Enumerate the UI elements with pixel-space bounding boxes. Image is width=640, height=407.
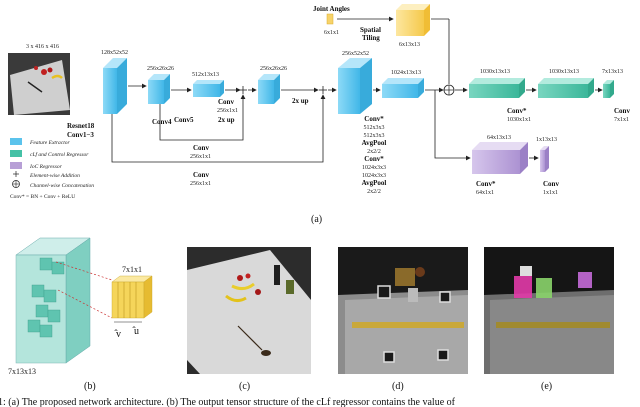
tensor-1030x13x13-b (538, 78, 594, 98)
legend-addition: Element-wise Addition (29, 173, 80, 179)
tensor-256x52x52 (338, 58, 372, 114)
t5-size: 256x52x52 (342, 51, 369, 57)
backbone-label-2: Conv1−3 (67, 131, 94, 139)
t2-label: Conv4 (152, 118, 172, 126)
conv-block-line: 2x2/2 (367, 189, 381, 195)
up2-label: 2x up (292, 97, 309, 105)
real-scene-image (338, 247, 468, 374)
panel-label-c: (c) (239, 381, 250, 392)
tensor-64x13x13 (472, 142, 528, 174)
tensor-512x13x13 (193, 80, 224, 97)
tensor-256x26x26-up (258, 74, 280, 104)
tiled-joint-tensor (396, 4, 430, 36)
tensor-size-bottom: 7x13x13 (8, 367, 36, 376)
skip1-size: 256x1x1 (190, 154, 211, 160)
input-image (8, 53, 70, 115)
c-conv: Conv* (507, 107, 527, 115)
conv-block-line: AvgPool (362, 139, 387, 147)
c3-size: 7x13x13 (602, 69, 623, 75)
c1-size: 1030x13x13 (480, 69, 510, 75)
addition-node-2 (319, 86, 327, 94)
concatenation-node (443, 84, 455, 96)
t3-size: 512x13x13 (192, 72, 219, 78)
legend-swatch-feature (10, 138, 22, 145)
c3-conv-size: 7x1x1 (614, 117, 629, 123)
figure-caption: 1: (a) The proposed network architecture… (0, 397, 456, 407)
p1-conv-size: 64x1x1 (476, 190, 494, 196)
p2-conv: Conv (543, 180, 559, 188)
tensor-7x13x13 (603, 80, 614, 98)
tensor-v-label: ̂v (114, 329, 121, 340)
skip2-conv: Conv (193, 171, 209, 179)
legend-swatch-regressor (10, 150, 22, 157)
tensor-256x26x26 (148, 74, 170, 104)
panel-label-e: (e) (541, 381, 552, 392)
up1-conv-size: 256x1x1 (217, 108, 238, 114)
p2-conv-size: 1x1x1 (543, 190, 558, 196)
sim-scene-image (187, 247, 311, 374)
conv-block-line: 512x3x3 (364, 125, 385, 131)
tensor-1024x13x13 (382, 78, 424, 98)
c2-size: 1030x13x13 (549, 69, 579, 75)
conv-block-line: 2x2/2 (367, 149, 381, 155)
skip2-size: 256x1x1 (190, 181, 211, 187)
tensor-1030x13x13-a (469, 78, 525, 98)
joint-angles-vector (326, 13, 334, 25)
legend-note: Conv* = BN + Conv + ReLU (10, 194, 75, 200)
ioc-overlay-image (484, 247, 614, 374)
conv-block-line: 1024x3x3 (362, 173, 386, 179)
tensor-size-top: 7x1x1 (122, 265, 142, 274)
addition-node-1 (239, 86, 247, 94)
p2-size: 1x13x13 (536, 137, 557, 143)
t4-size: 256x26x26 (260, 66, 287, 72)
output-tensor-diagram (15, 237, 153, 364)
panel-label-a: (a) (311, 214, 322, 225)
conv-block-description: Conv*512x3x3512x3x3AvgPool2x2/2Conv*1024… (362, 115, 387, 195)
c3-conv: Conv (614, 107, 630, 115)
panel-label-d: (d) (392, 381, 404, 392)
conv-block-line: AvgPool (362, 179, 387, 187)
legend-feature: Feature Extractor (29, 140, 71, 146)
legend-swatch-ioc (10, 162, 22, 169)
t1-size: 128x52x52 (101, 50, 128, 56)
panel-label-b: (b) (84, 381, 96, 392)
conv-block-line: Conv* (364, 155, 384, 163)
p1-size: 64x13x13 (487, 135, 511, 141)
joint-size: 6x1x1 (324, 30, 339, 36)
skip1-conv: Conv (193, 144, 209, 152)
conv-block-line: 512x3x3 (364, 133, 385, 139)
joint-title: Joint Angles (313, 5, 350, 13)
tiled-size: 6x13x13 (399, 42, 420, 48)
legend-concat-icon (12, 180, 20, 188)
legend-concat: Channel-wise Concatenation (30, 183, 94, 189)
tiling-label-1: Spatial (360, 26, 381, 34)
yellow-vector-stack (111, 275, 153, 319)
tensor-128x52x52 (103, 58, 127, 114)
legend-ioc: IoC Regressor (29, 164, 63, 170)
up1-label: 2x up (218, 116, 235, 124)
conv-block-line: Conv* (364, 115, 384, 123)
tensor-1x13x13 (540, 146, 549, 172)
t6-size: 1024x13x13 (391, 70, 421, 76)
tiling-label-2: Tiling (362, 34, 380, 42)
c-conv-size: 1030x1x1 (507, 117, 531, 123)
t3-label: Conv5 (174, 116, 194, 124)
conv-block-line: 1024x3x3 (362, 165, 386, 171)
legend-regressor: cLf and Control Regressor (30, 151, 89, 158)
legend: Feature Extractor cLf and Control Regres… (10, 138, 94, 200)
up1-conv: Conv (218, 98, 234, 106)
t2-size: 256x26x26 (147, 66, 174, 72)
legend-plus-icon (13, 171, 19, 177)
backbone-label-1: Resnet18 (67, 122, 95, 130)
input-size: 3 x 416 x 416 (26, 44, 59, 50)
tensor-u-label: ̂u (132, 326, 139, 337)
p1-conv: Conv* (476, 180, 496, 188)
